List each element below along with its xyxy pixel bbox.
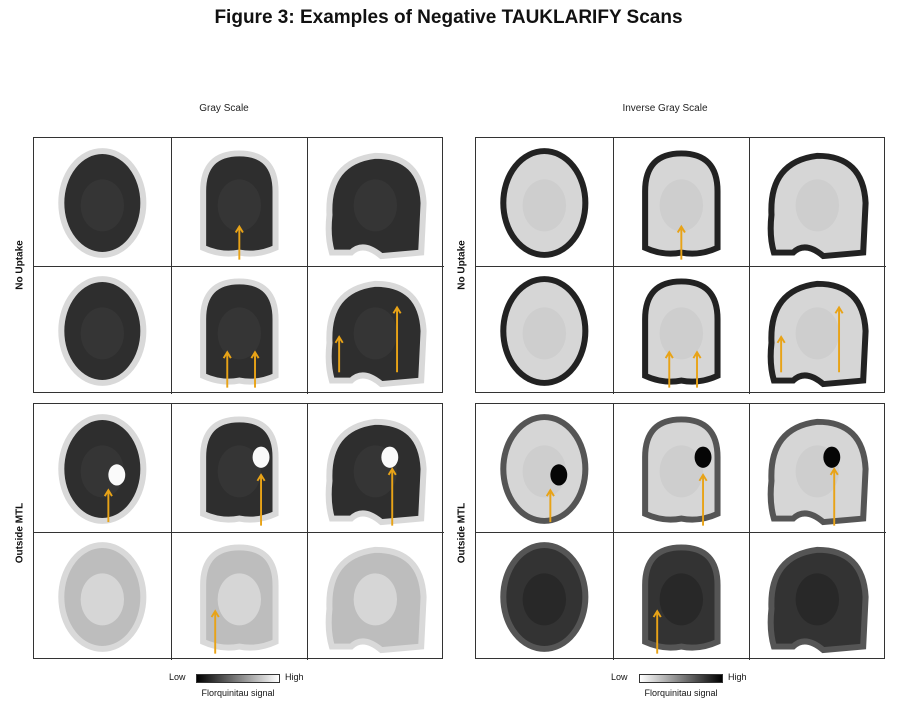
colorbar-signal-label-inverse: Florquinitau signal [644,688,718,698]
panel-divider [34,266,444,267]
colorbar-low-label-inverse: Low [611,672,628,682]
colorbar-inverse [639,674,723,683]
colorbar-gray [196,674,280,683]
brain-scan-image [484,144,605,262]
brain-scan-image [484,410,605,528]
brain-scan-image [621,410,742,528]
colorbar-high-label-inverse: High [728,672,747,682]
brain-scan-image [179,144,300,262]
column-heading-inverse: Inverse Gray Scale [622,103,708,114]
brain-scan-image [315,272,436,390]
panel-gray-outside-mtl [33,403,444,660]
panel-inverse-outside-mtl [475,403,886,660]
panel-divider [34,532,444,533]
figure-title: Figure 3: Examples of Negative TAUKLARIF… [214,7,683,28]
brain-scan-image [315,144,436,262]
brain-scan-image [621,538,742,656]
brain-scan-image [757,410,878,528]
brain-scan-image [179,410,300,528]
panel-divider [476,266,886,267]
row-label-no-uptake-inverse: No Uptake [456,240,468,290]
column-heading-gray: Gray Scale [199,103,249,114]
brain-scan-image [757,272,878,390]
brain-scan-image [757,144,878,262]
brain-scan-image [621,272,742,390]
brain-scan-image [315,538,436,656]
brain-scan-image [42,272,163,390]
colorbar-signal-label-gray: Florquinitau signal [201,688,275,698]
brain-scan-image [484,272,605,390]
brain-scan-image [42,144,163,262]
brain-scan-image [757,538,878,656]
brain-scan-image [179,538,300,656]
brain-scan-image [42,538,163,656]
row-label-outside-mtl-gray: Outside MTL [14,502,26,564]
brain-scan-image [484,538,605,656]
panel-gray-no-uptake [33,137,444,394]
colorbar-high-label-gray: High [285,672,304,682]
panel-divider [476,532,886,533]
panel-inverse-no-uptake [475,137,886,394]
row-label-outside-mtl-inverse: Outside MTL [456,502,468,564]
brain-scan-image [42,410,163,528]
row-label-no-uptake-gray: No Uptake [14,240,26,290]
colorbar-low-label-gray: Low [169,672,186,682]
brain-scan-image [315,410,436,528]
brain-scan-image [621,144,742,262]
brain-scan-image [179,272,300,390]
